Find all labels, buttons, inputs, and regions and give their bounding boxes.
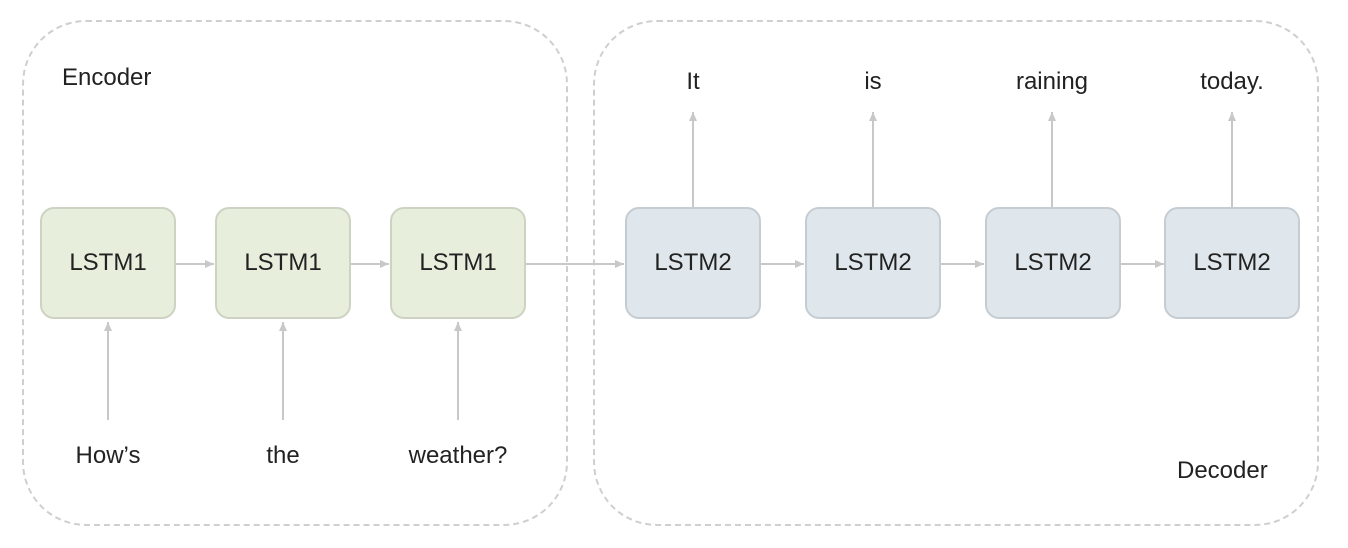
encoder-cell-2: LSTM1 [215, 207, 351, 319]
decoder-cell-3: LSTM2 [985, 207, 1121, 319]
encoder-region [22, 20, 568, 526]
decoder-label: Decoder [1177, 457, 1268, 484]
input-word-2: the [266, 442, 300, 469]
input-word-1: How’s [75, 442, 141, 469]
decoder-region [593, 20, 1319, 526]
decoder-cell-2: LSTM2 [805, 207, 941, 319]
output-word-2: is [864, 68, 882, 95]
decoder-cell-4: LSTM2 [1164, 207, 1300, 319]
decoder-cell-1: LSTM2 [625, 207, 761, 319]
output-word-4: today. [1200, 68, 1264, 95]
input-word-3: weather? [408, 442, 508, 469]
output-word-3: raining [1015, 68, 1089, 95]
encoder-cell-3: LSTM1 [390, 207, 526, 319]
encoder-label: Encoder [62, 64, 152, 91]
encoder-cell-1: LSTM1 [40, 207, 176, 319]
output-word-1: It [686, 68, 700, 95]
